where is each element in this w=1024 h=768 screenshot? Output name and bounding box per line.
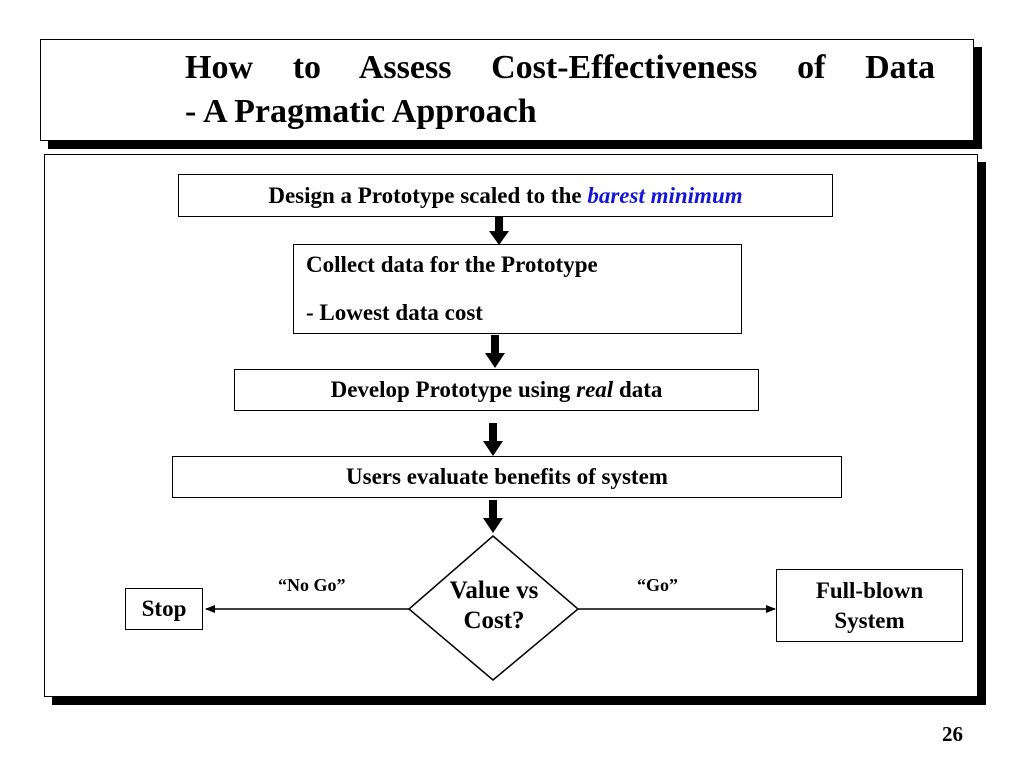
collect-line-2: - Lowest data cost: [306, 300, 483, 325]
users-text: Users evaluate benefits of system: [346, 464, 668, 489]
decision-line-1: Value vs: [449, 577, 539, 604]
down-arrow-4: [483, 500, 503, 533]
full-line-1: Full-blown: [815, 577, 924, 603]
decision-label: Value vs Cost?: [434, 576, 554, 636]
collect-line-1: Collect data for the Prototype: [306, 252, 598, 277]
title-line-1: How to Assess Cost-Effectiveness of Data: [185, 49, 935, 86]
develop-text: Develop Prototype using: [330, 377, 577, 402]
collect-data-box: Collect data for the Prototype - Lowest …: [293, 244, 742, 334]
stop-box: Stop: [125, 588, 203, 630]
down-arrow-2: [485, 335, 505, 368]
page-number: 26: [942, 722, 963, 746]
design-text: Design a Prototype scaled to the: [268, 182, 588, 208]
no-go-label: “No Go”: [278, 575, 346, 595]
full-line-2: System: [834, 607, 905, 633]
design-emphasis: barest minimum: [587, 182, 743, 208]
decision-diamond: [407, 535, 580, 681]
down-arrow-3: [483, 423, 503, 456]
full-blown-system-box: Full-blown System: [776, 569, 963, 642]
develop-emphasis: real: [576, 377, 614, 402]
develop-suffix: data: [613, 377, 663, 402]
slide-title: How to Assess Cost-Effectiveness of Data…: [185, 46, 935, 134]
users-evaluate-box: Users evaluate benefits of system: [172, 456, 842, 498]
design-prototype-box: Design a Prototype scaled to the barest …: [178, 174, 833, 217]
title-panel: How to Assess Cost-Effectiveness of Data…: [40, 39, 974, 141]
go-label: “Go”: [637, 575, 679, 595]
title-line-2: - A Pragmatic Approach: [185, 93, 537, 130]
develop-prototype-box: Develop Prototype using real data: [234, 369, 759, 411]
down-arrow-1: [489, 217, 509, 245]
decision-line-2: Cost?: [463, 607, 525, 634]
stop-text: Stop: [141, 596, 187, 621]
